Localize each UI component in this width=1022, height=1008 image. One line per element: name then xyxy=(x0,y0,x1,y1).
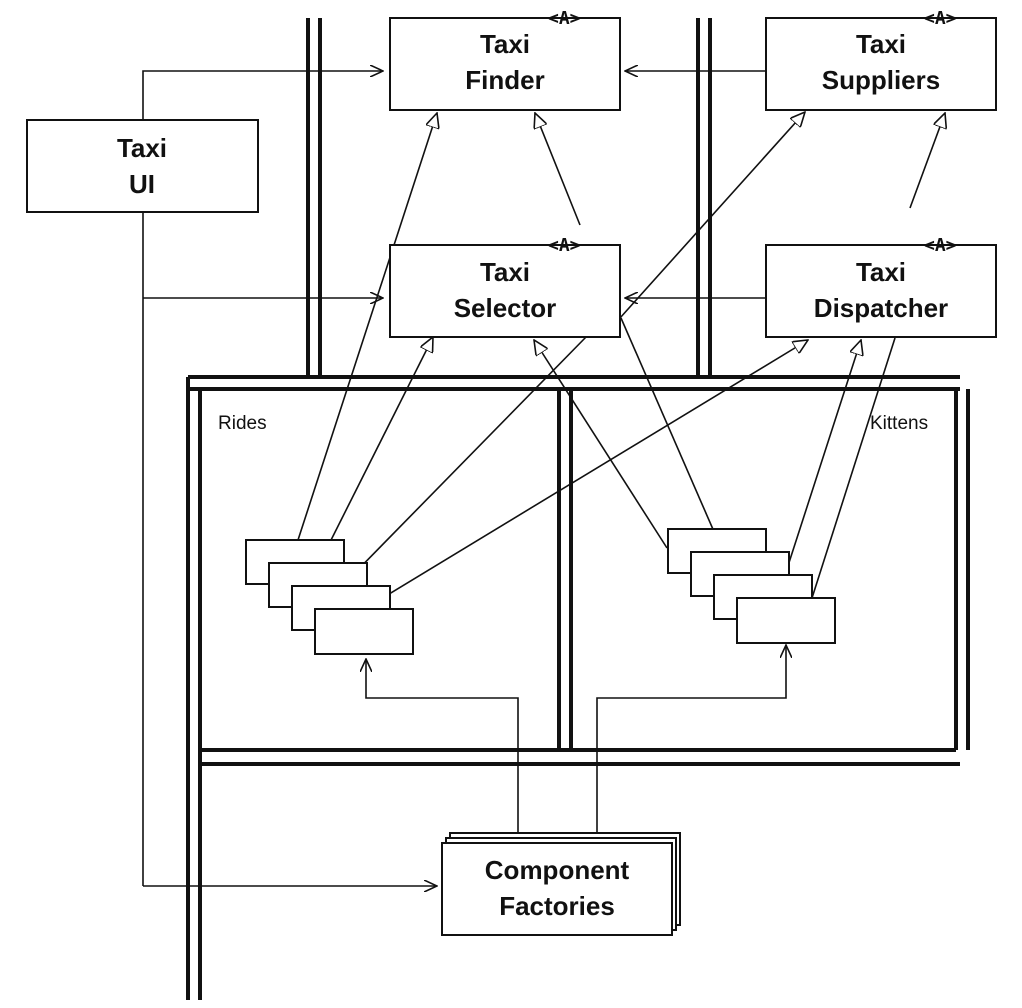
taxi-ui-name-line1: Taxi xyxy=(117,133,167,163)
kittens-component xyxy=(736,597,836,644)
boundary-walls xyxy=(186,18,970,1000)
taxi-dispatcher-name-line1: Taxi xyxy=(856,257,906,287)
connectors xyxy=(142,71,945,886)
taxi-selector-name-line1: Taxi xyxy=(480,257,530,287)
rides-component-stack xyxy=(245,539,414,655)
rides-area-label: Rides xyxy=(218,413,267,434)
component-factories-component: Component Factories xyxy=(441,832,681,936)
taxi-ui-name-line2: UI xyxy=(129,169,155,199)
taxi-suppliers-name-line1: Taxi xyxy=(856,29,906,59)
taxi-selector-component: <A> Taxi Selector xyxy=(389,235,621,338)
taxi-selector-name-line2: Selector xyxy=(454,293,557,323)
component-factories-name-line1: Component xyxy=(485,855,630,885)
abstract-marker: <A> xyxy=(548,235,581,256)
component-factories-name-line2: Factories xyxy=(499,891,615,921)
taxi-ui-component: Taxi UI xyxy=(26,119,259,213)
rides-component xyxy=(314,608,414,655)
kittens-component-stack xyxy=(667,528,836,644)
abstract-marker: <A> xyxy=(924,8,957,29)
taxi-dispatcher-component: <A> Taxi Dispatcher xyxy=(765,235,997,338)
taxi-finder-name-line1: Taxi xyxy=(480,29,530,59)
taxi-suppliers-component: <A> Taxi Suppliers xyxy=(765,8,997,111)
taxi-suppliers-name-line2: Suppliers xyxy=(822,65,940,95)
taxi-finder-component: <A> Taxi Finder xyxy=(389,8,621,111)
abstract-marker: <A> xyxy=(924,235,957,256)
kittens-area-label: Kittens xyxy=(870,413,928,434)
taxi-finder-name-line2: Finder xyxy=(465,65,544,95)
abstract-marker: <A> xyxy=(548,8,581,29)
taxi-dispatcher-name-line2: Dispatcher xyxy=(814,293,948,323)
